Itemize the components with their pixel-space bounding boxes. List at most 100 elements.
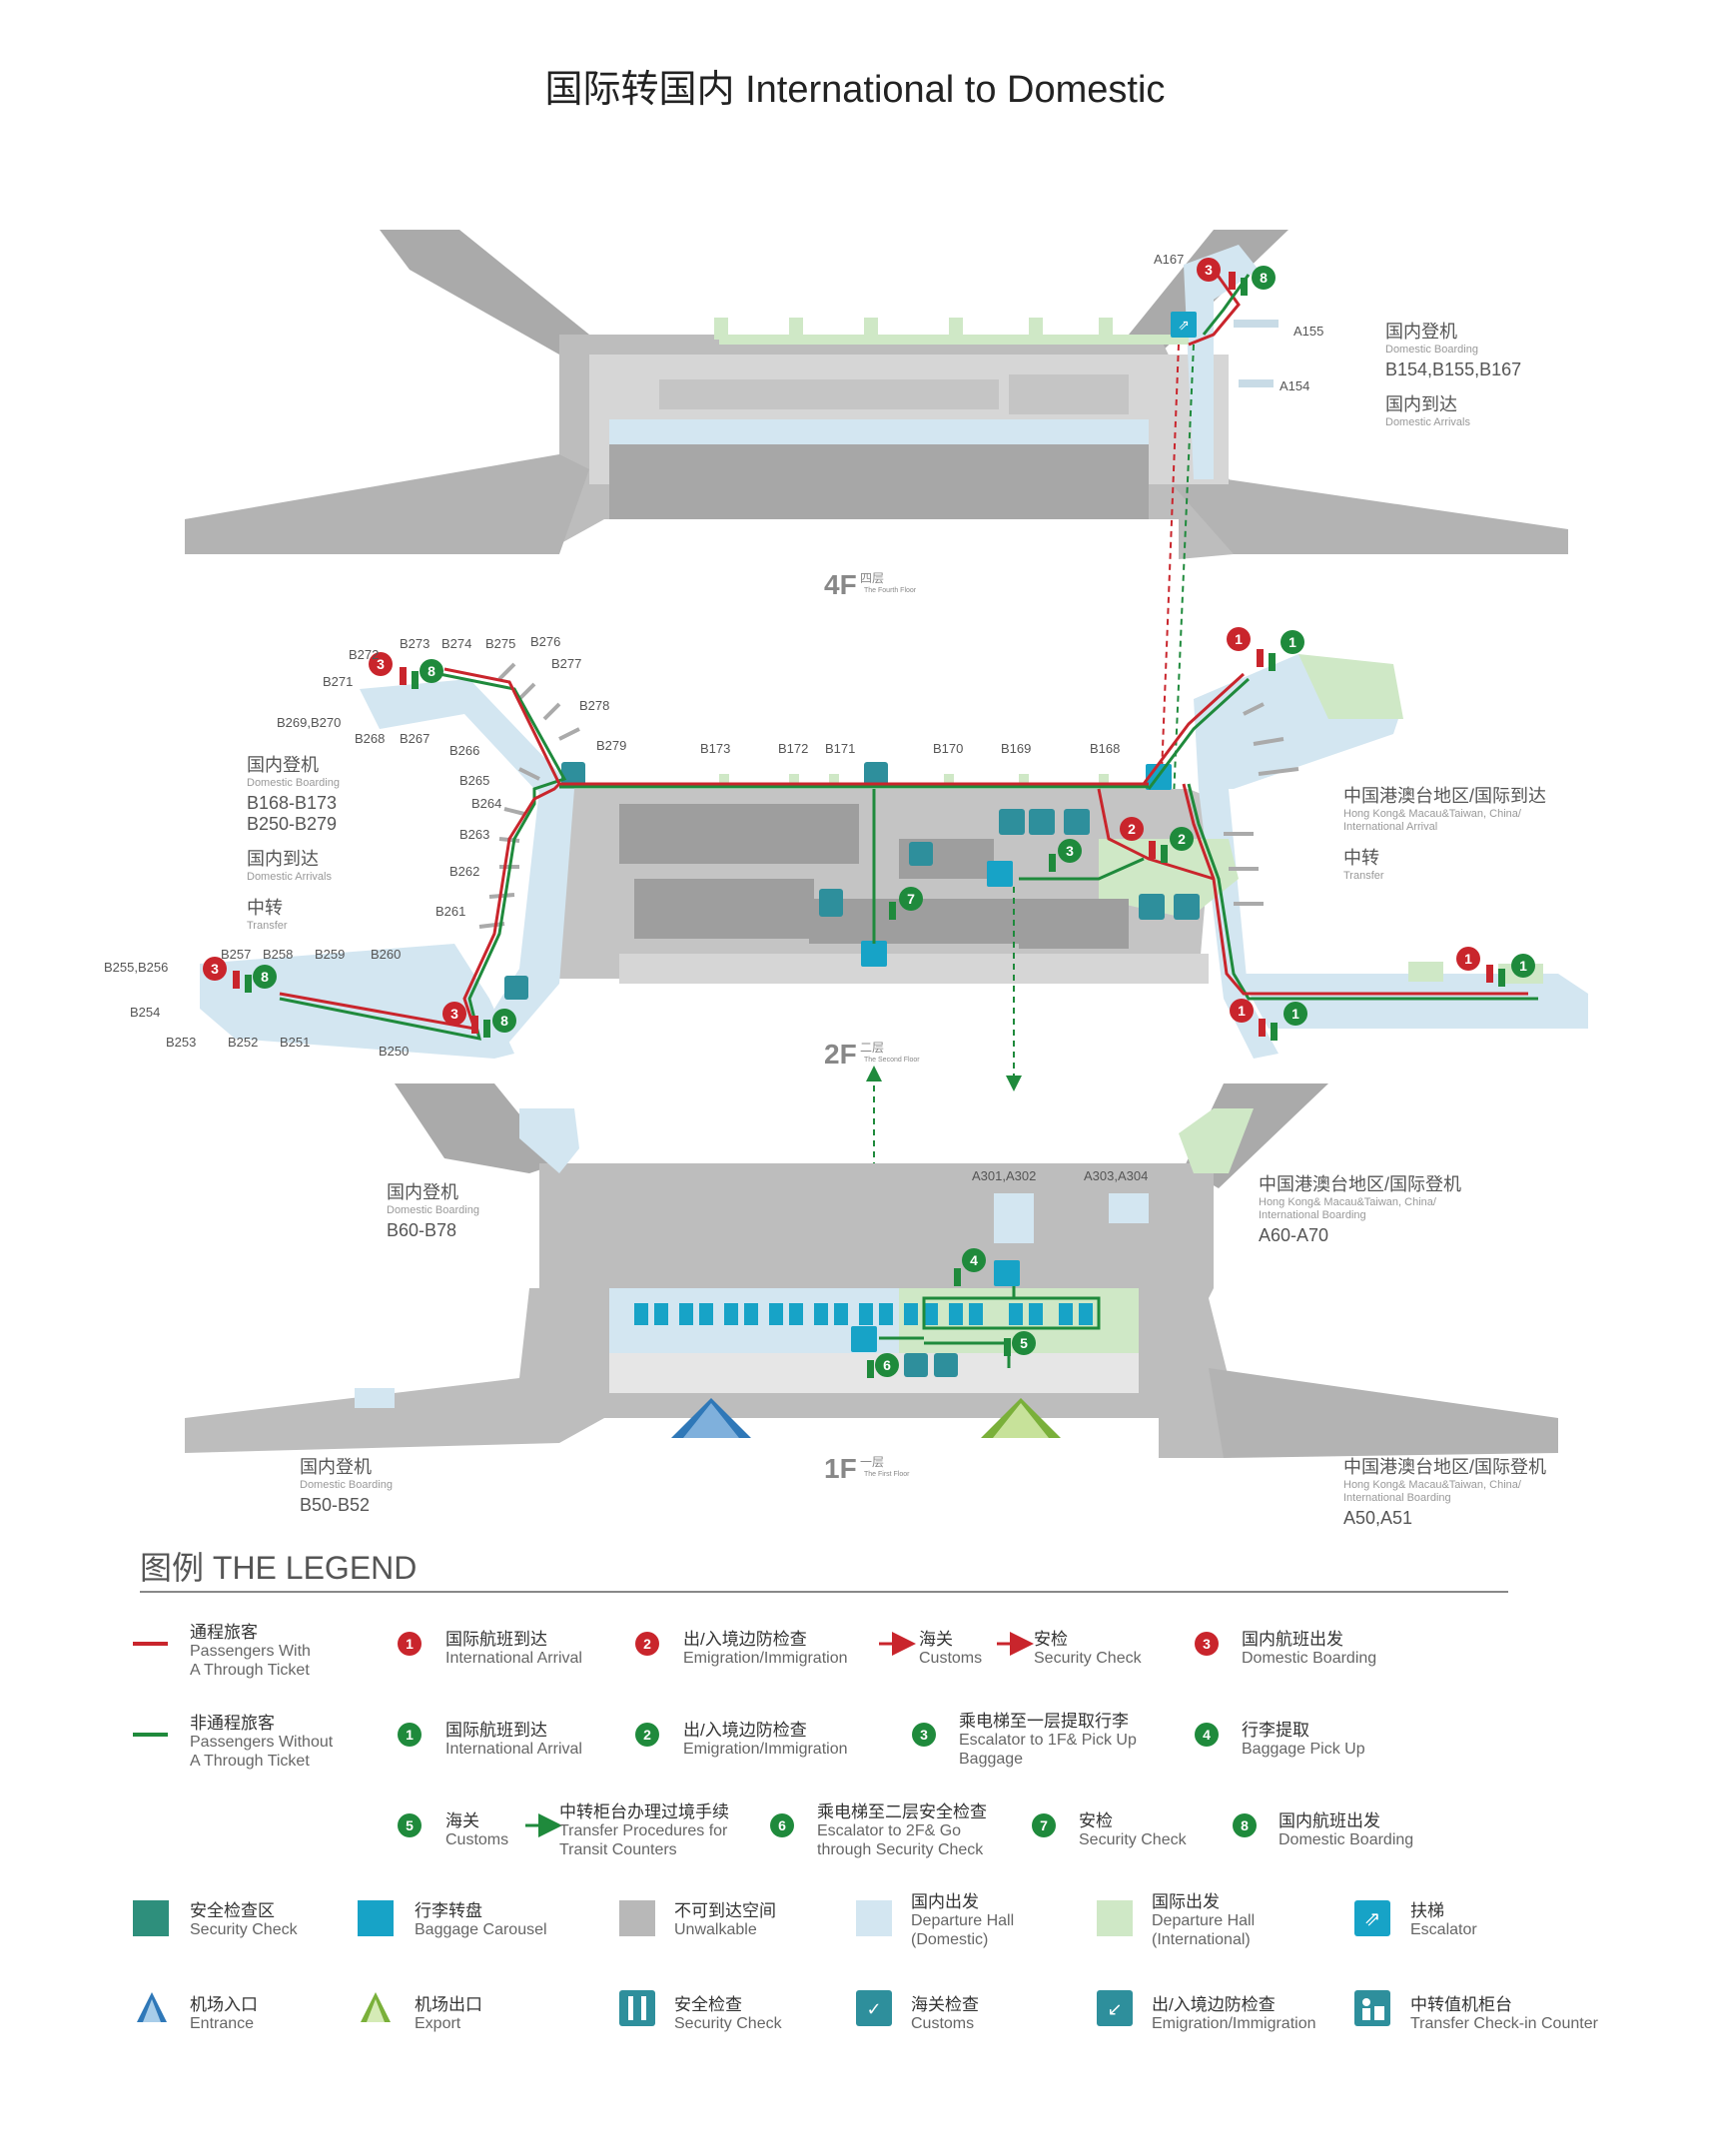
svg-text:3: 3 <box>377 656 385 672</box>
gate-label: B263 <box>459 827 490 842</box>
gate-label: B170 <box>933 741 964 756</box>
gate-label: B258 <box>263 947 294 962</box>
gate-label: B259 <box>315 947 346 962</box>
svg-text:8: 8 <box>500 1013 508 1029</box>
zone-4f-right: 国内登机 Domestic Boarding B154,B155,B167 国内… <box>1385 322 1522 428</box>
svg-text:⇗: ⇗ <box>1178 317 1190 333</box>
gate-label: A167 <box>1154 252 1185 267</box>
gate-label: B267 <box>400 731 430 746</box>
floor-1f-map: 4 5 6 <box>185 1083 1558 1458</box>
svg-text:1: 1 <box>1235 631 1243 647</box>
svg-text:3: 3 <box>1205 262 1213 278</box>
legend-divider <box>140 1591 1508 1593</box>
svg-text:4: 4 <box>970 1252 978 1268</box>
gate-label: B276 <box>530 634 561 649</box>
svg-text:3: 3 <box>920 1727 928 1743</box>
svg-text:1: 1 <box>1288 634 1296 650</box>
gate-label: B173 <box>700 741 731 756</box>
svg-text:3: 3 <box>1203 1636 1211 1652</box>
svg-text:⇗: ⇗ <box>1364 1908 1381 1930</box>
svg-text:1: 1 <box>406 1727 414 1743</box>
floor-4f-map: ⇗ 3 8 <box>185 230 1568 800</box>
gate-label: B264 <box>471 796 502 811</box>
gate-label: B168 <box>1090 741 1121 756</box>
svg-text:5: 5 <box>1020 1335 1028 1351</box>
zone-1f-left-top: 国内登机 Domestic Boarding B60-B78 <box>387 1182 479 1240</box>
gate-label: A301,A302 <box>972 1168 1037 1183</box>
figure-pair-4f: 3 8 <box>1197 258 1276 296</box>
svg-text:3: 3 <box>450 1006 458 1022</box>
svg-text:6: 6 <box>883 1357 891 1373</box>
gate-label: B262 <box>449 864 480 879</box>
svg-text:2: 2 <box>1128 821 1136 837</box>
svg-text:6: 6 <box>778 1817 786 1833</box>
gate-label: B272 <box>349 647 380 662</box>
gate-label: B266 <box>449 743 480 758</box>
gate-label: B257 <box>221 947 252 962</box>
svg-text:2: 2 <box>1178 831 1186 847</box>
gate-label: A303,A304 <box>1084 1168 1149 1183</box>
gate-label: B251 <box>280 1035 311 1050</box>
gate-label: B277 <box>551 656 582 671</box>
svg-text:↙: ↙ <box>1107 1999 1122 2019</box>
zone-1f-left-bottom: 国内登机 Domestic Boarding B50-B52 <box>300 1457 393 1515</box>
gate-label: A154 <box>1280 378 1310 393</box>
2f-markers: 3 8 3 8 3 8 1 1 1 1 1 1 2 2 3 7 <box>203 627 1535 1041</box>
gate-label: B271 <box>323 674 354 689</box>
gate-label: B253 <box>166 1035 197 1050</box>
zone-2f-left: 国内登机 Domestic Boarding B168-B173 B250-B2… <box>247 755 340 932</box>
gate-label: B171 <box>825 741 856 756</box>
svg-text:2: 2 <box>643 1636 651 1652</box>
legend-red-line: 通程旅客 Passengers With A Through Ticket <box>190 1623 311 1679</box>
svg-text:8: 8 <box>1241 1817 1249 1833</box>
gate-label: B252 <box>228 1035 259 1050</box>
zone-1f-right-top: 中国港澳台地区/国际登机 Hong Kong& Macau&Taiwan, Ch… <box>1259 1174 1461 1245</box>
svg-text:5: 5 <box>406 1817 414 1833</box>
gate-label: B260 <box>371 947 402 962</box>
gate-label: B278 <box>579 698 610 713</box>
gate-label: B261 <box>435 904 466 919</box>
gate-label: B172 <box>778 741 809 756</box>
gate-label: B250 <box>379 1044 410 1059</box>
floor-4f-label: 4F 四层 The Fourth Floor <box>824 569 917 600</box>
gate-label: A155 <box>1293 324 1324 339</box>
svg-text:7: 7 <box>1040 1817 1048 1833</box>
svg-text:8: 8 <box>261 969 269 985</box>
svg-text:8: 8 <box>1260 270 1268 286</box>
gate-label: B274 <box>441 636 472 651</box>
gate-label: B265 <box>459 773 490 788</box>
gate-label: B269,B270 <box>277 715 342 730</box>
terminal-map: ⇗ 3 8 <box>185 230 1588 1458</box>
zone-2f-right: 中国港澳台地区/国际到达 Hong Kong& Macau&Taiwan, Ch… <box>1343 786 1546 882</box>
zone-1f-right-bottom: 中国港澳台地区/国际登机 Hong Kong& Macau&Taiwan, Ch… <box>1343 1457 1546 1528</box>
svg-text:1: 1 <box>1238 1003 1246 1019</box>
svg-text:7: 7 <box>907 891 915 907</box>
svg-text:2: 2 <box>643 1727 651 1743</box>
gate-label: B169 <box>1001 741 1032 756</box>
gate-label: B279 <box>596 738 627 753</box>
gate-label: B273 <box>400 636 430 651</box>
svg-text:8: 8 <box>428 663 435 679</box>
gate-label: B268 <box>355 731 386 746</box>
floor-2f-label: 2F 二层 The Second Floor <box>824 1039 920 1070</box>
